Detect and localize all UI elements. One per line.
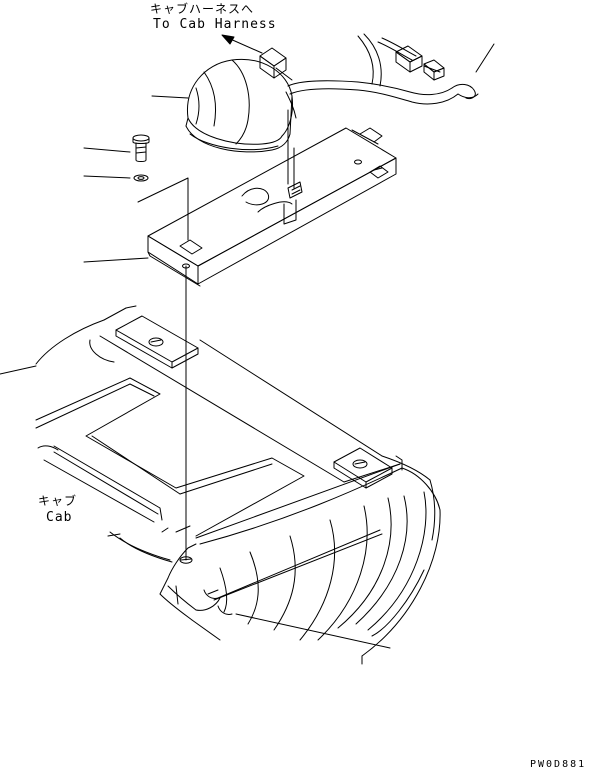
cab-roof	[36, 306, 440, 664]
leader-lines	[0, 44, 494, 374]
harness-label-en: To Cab Harness	[153, 17, 277, 32]
bolt	[133, 135, 149, 162]
harness-connector-lamp	[260, 48, 286, 78]
direction-arrow-icon	[222, 35, 262, 53]
wire-harness	[276, 34, 478, 118]
mounting-bracket	[148, 110, 396, 286]
harness-connector-2	[424, 60, 444, 80]
harness-connector-1	[396, 46, 422, 72]
dome-lamp	[186, 59, 293, 152]
cab-label-en: Cab	[46, 510, 73, 525]
cab-label-jp: キャブ	[38, 494, 78, 508]
harness-label-jp: キャブハーネスへ	[150, 2, 255, 16]
drawing-code: PW0D881	[530, 759, 587, 770]
washer	[134, 175, 148, 181]
